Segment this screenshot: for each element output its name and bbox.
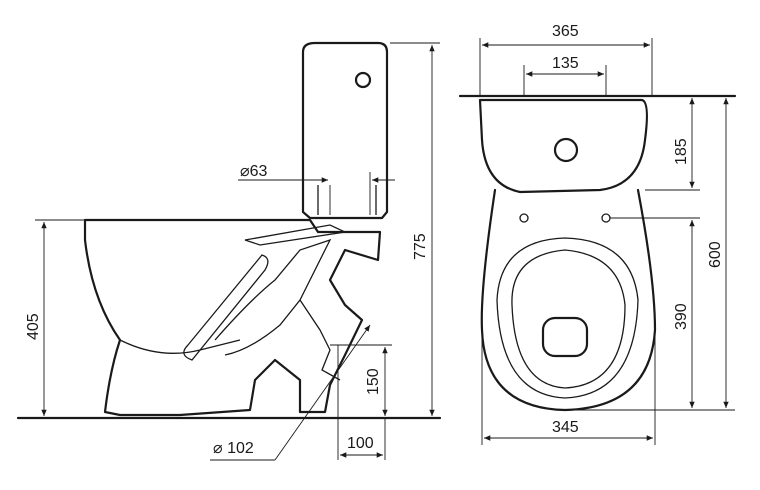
flush-button-top bbox=[553, 137, 579, 163]
drain-outlet bbox=[541, 316, 589, 358]
bowl-width-label: 345 bbox=[552, 419, 579, 436]
seat-fixing-right bbox=[601, 213, 611, 223]
outlet-diameter-label: ⌀ 102 bbox=[213, 440, 254, 457]
bowl-side bbox=[83, 218, 382, 417]
flush-button bbox=[354, 71, 372, 89]
top-view: 365 135 185 600 390 345 bbox=[458, 23, 737, 445]
side-view: ⌀63 775 405 150 100 ⌀ 102 bbox=[16, 41, 442, 461]
tank-depth-label: 185 bbox=[673, 138, 690, 165]
tank-width-label: 365 bbox=[552, 23, 579, 40]
bowl-top bbox=[480, 188, 657, 412]
outlet-offset-label: 100 bbox=[347, 435, 374, 452]
outlet-height-label: 150 bbox=[365, 368, 382, 395]
total-height-label: 775 bbox=[412, 233, 429, 260]
tank-top bbox=[478, 98, 649, 194]
seat-fixing-left bbox=[519, 213, 529, 223]
inlet-diameter-label: ⌀63 bbox=[240, 163, 268, 180]
bowl-height-label: 405 bbox=[25, 313, 42, 340]
total-depth-label: 600 bbox=[707, 241, 724, 268]
fixing-spacing-label: 135 bbox=[552, 55, 579, 72]
bowl-depth-label: 390 bbox=[673, 303, 690, 330]
tank-side bbox=[301, 41, 389, 220]
